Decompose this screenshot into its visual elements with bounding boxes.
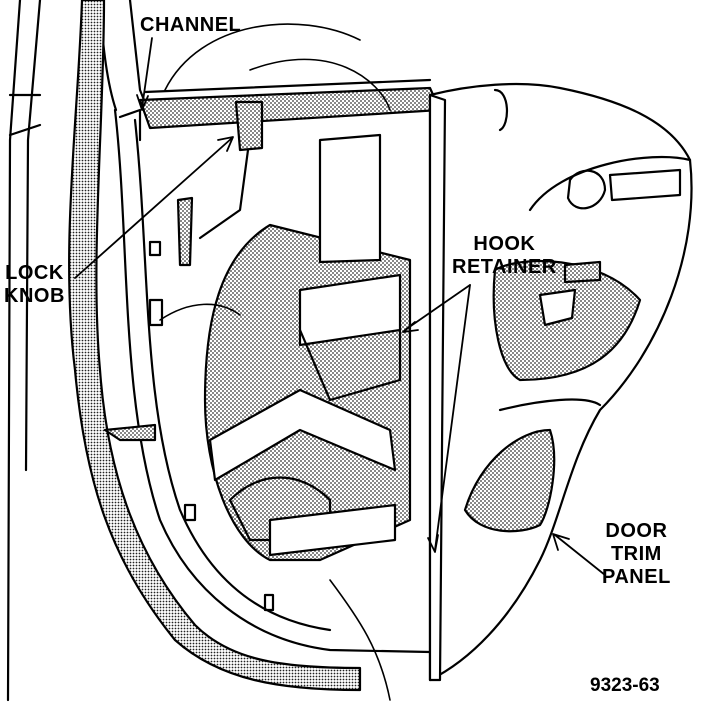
access-opening — [103, 133, 412, 612]
weatherstrip-seal — [68, 0, 362, 692]
channel-label: CHANNEL — [140, 14, 242, 36]
lock-knob-label: LOCK KNOB — [4, 262, 65, 307]
hook-retainer-label: HOOK RETAINER — [452, 233, 557, 278]
channel-leader — [136, 37, 153, 111]
wiring-curves — [159, 23, 391, 701]
door-trim-panel — [428, 82, 693, 682]
lock-knob — [176, 100, 264, 267]
door-trim-panel-label: DOOR TRIM PANEL — [602, 520, 671, 588]
figure-number: 9323-63 — [590, 675, 660, 696]
hook-retainer-leaders — [402, 284, 471, 553]
lock-knob-leader — [74, 136, 234, 279]
door-trim-panel-leader — [552, 533, 606, 576]
